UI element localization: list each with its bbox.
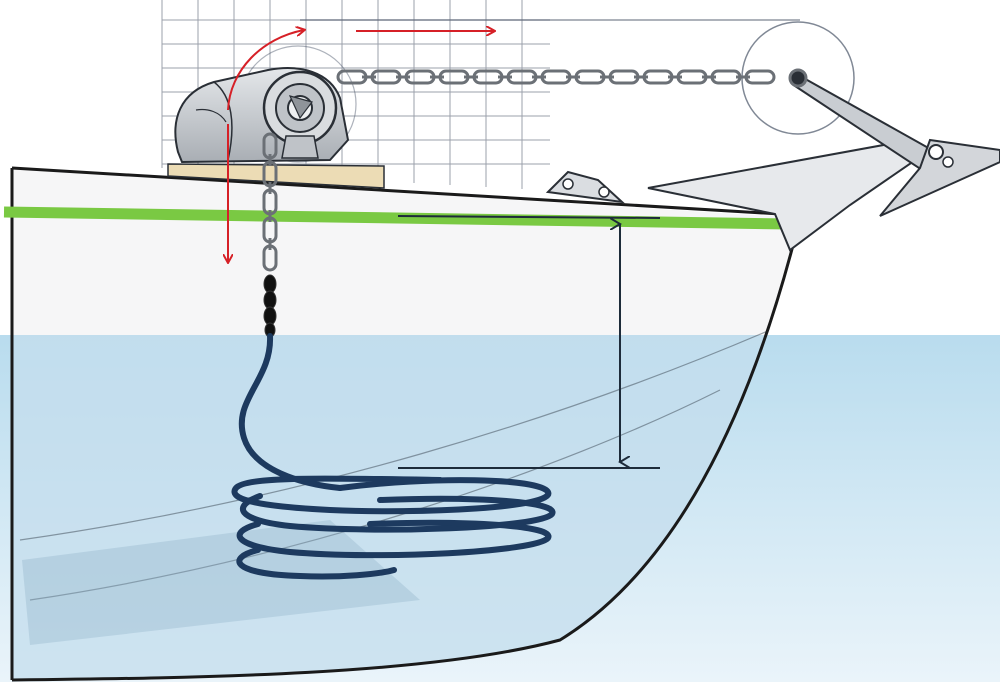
deck-stripe [3,206,791,230]
background-grid [161,0,550,189]
motion-arrows [228,30,494,262]
hull [12,168,800,680]
chain-shackle [788,68,808,88]
anchor-chain-icon [336,69,776,85]
hull-outline [10,168,802,682]
deck-chock [545,170,626,204]
deck-line [11,166,781,216]
hull-frame-line [19,329,771,541]
chain-rope-splice [263,274,277,338]
anchor-rode-coil-icon [231,333,556,580]
gypsy-rotation-arrow [227,30,304,111]
vertical-chain [262,132,278,272]
windlass-icon [174,67,350,164]
fall-height-indicator [397,215,661,469]
